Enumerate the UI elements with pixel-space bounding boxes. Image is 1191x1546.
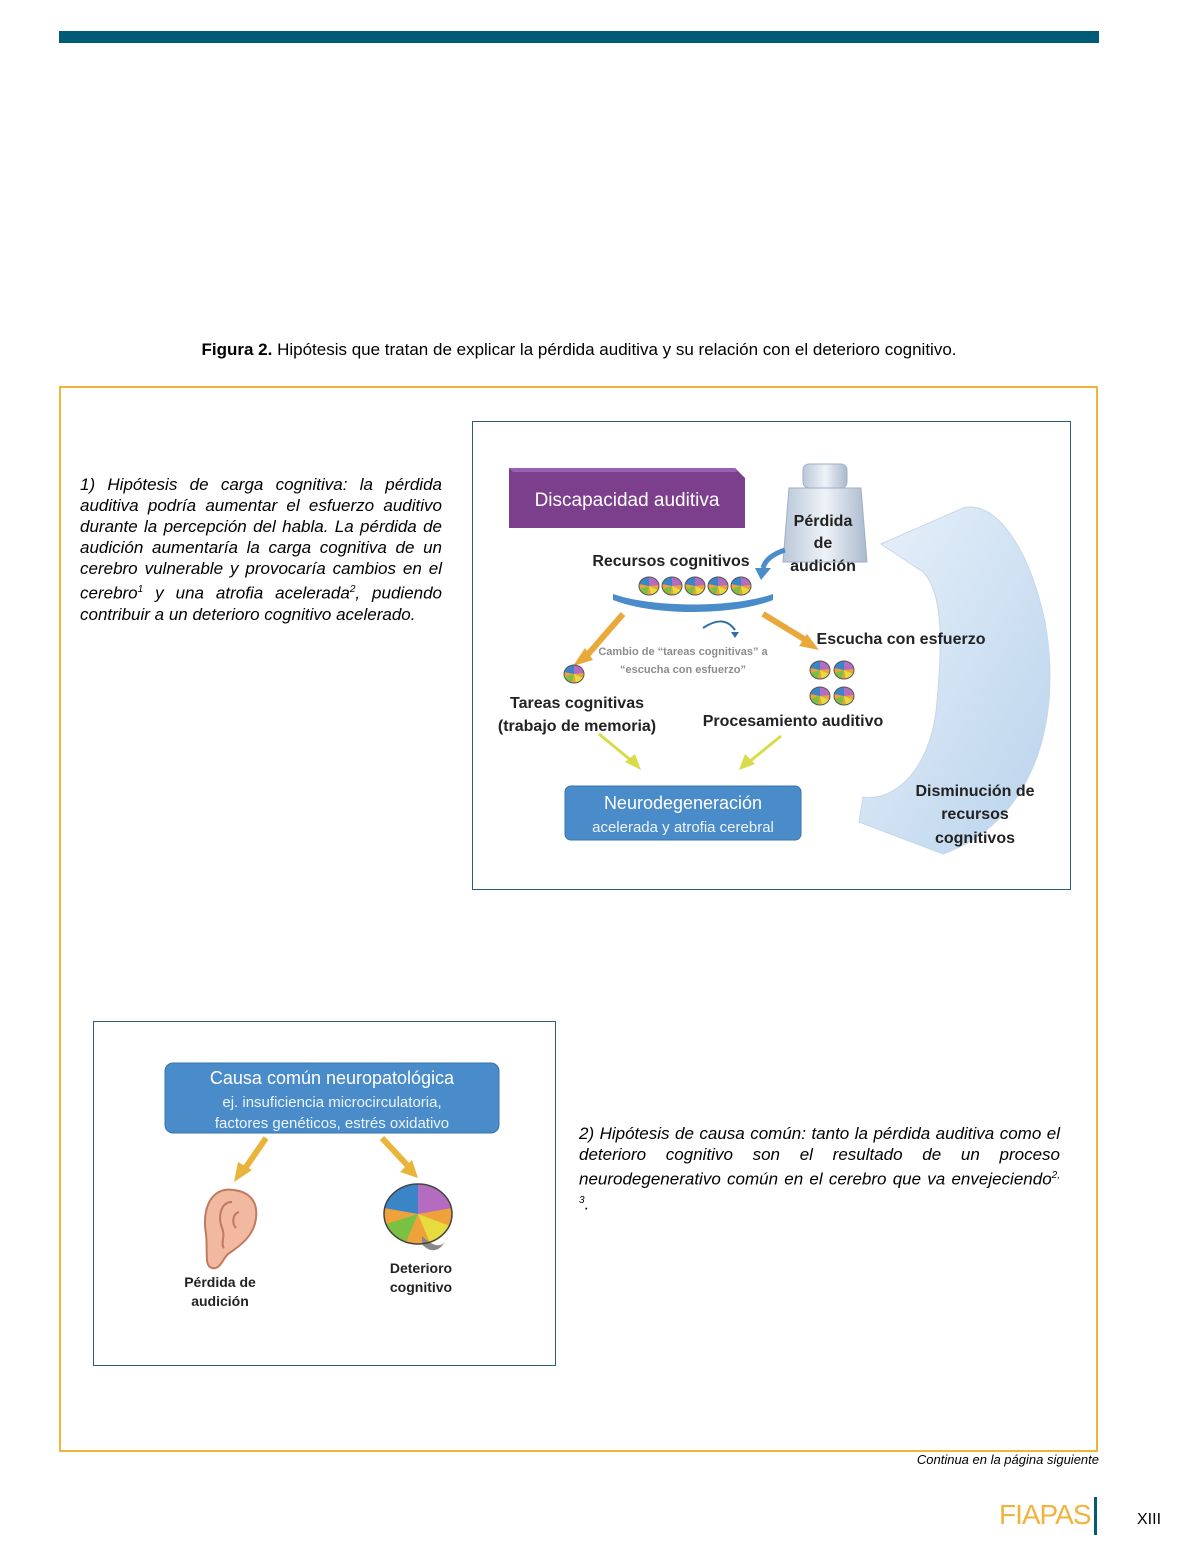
figure-caption-text: Hipótesis que tratan de explicar la pérd… [272, 340, 957, 359]
citation-1: 1 [137, 584, 144, 595]
brand-divider [1094, 1497, 1097, 1535]
yellow-arrow-right [748, 734, 782, 764]
hearing-disability-box [509, 468, 745, 528]
shift-arrowhead [731, 632, 739, 638]
cognitive-load-svg: Discapacidad auditiva Pérdida de audició… [498, 463, 1051, 855]
page-number: XIII [1137, 1511, 1162, 1528]
orange-arrow-left [580, 612, 626, 662]
brain-icon [809, 660, 831, 680]
yellow-arrow-left [598, 732, 634, 764]
processing-label: Procesamiento auditivo [703, 713, 884, 730]
header-rule [59, 31, 1099, 43]
cognitive-load-diagram: Discapacidad auditiva Pérdida de audició… [472, 421, 1071, 890]
hypothesis-1-part-c: , pudiendo contribuir a un deterioro cog… [80, 583, 443, 624]
brain-icon [833, 686, 855, 706]
effort-label: Escucha con esfuerzo [817, 631, 986, 648]
tasks-label-line2: (trabajo de memoria) [498, 718, 656, 735]
decrease-label-line2: recursos [941, 806, 1009, 823]
figure-caption: Figura 2. Hipótesis que tratan de explic… [0, 340, 1158, 360]
decrease-label-line1: Disminución de [915, 783, 1034, 800]
weight-icon [782, 463, 868, 563]
arrowhead-to-cognitive [400, 1160, 418, 1178]
hypothesis-2-text: 2) Hipótesis de causa común: tanto la pé… [579, 1123, 1060, 1214]
cause-label-line1: Causa común neuropatológica [210, 1068, 455, 1088]
balance-beam [613, 594, 773, 612]
neuro-label-line1: Neurodegeneración [604, 793, 762, 813]
resources-label: Recursos cognitivos [592, 553, 749, 570]
decrease-label-line3: cognitivos [935, 830, 1015, 847]
orange-arrow-right [761, 611, 811, 645]
cognitive-label-line2: cognitivo [390, 1279, 452, 1295]
hearing-label-line1: Pérdida de [184, 1274, 256, 1290]
orange-arrowhead-left [573, 648, 593, 666]
brain-icon [661, 576, 683, 596]
cognitive-label-line1: Deterioro [390, 1260, 452, 1276]
citation-2-3: 2, 3 [579, 1170, 1060, 1206]
arrow-to-hearing [241, 1136, 269, 1172]
continued-note: Continua en la página siguiente [916, 1452, 1099, 1467]
shift-label-line2: “escucha con esfuerzo” [620, 664, 746, 676]
diagram1-title: Discapacidad auditiva [535, 490, 720, 511]
decrease-curved-arrow [858, 506, 1051, 855]
brand-logo: FIAPAS [999, 1499, 1092, 1530]
brain-icon [638, 576, 660, 596]
brain-icon [730, 576, 752, 596]
common-cause-svg: Causa común neuropatológica ej. insufici… [164, 1062, 500, 1309]
brain-icon [563, 664, 585, 684]
hearing-label-line2: audición [191, 1293, 249, 1309]
weight-label-line2: de [814, 535, 833, 552]
shift-label-line1: Cambio de “tareas cognitivas” a [598, 646, 768, 658]
figure-frame [59, 386, 1098, 1452]
orange-arrowhead-right [799, 634, 819, 650]
hypothesis-2-part-a: 2) Hipótesis de causa común: tanto la pé… [579, 1124, 1060, 1189]
hypothesis-1-part-a: 1) Hipótesis de carga cognitiva: la pérd… [80, 475, 442, 603]
arrow-to-cognitive [379, 1135, 411, 1169]
brain-icon [684, 576, 706, 596]
brain-icon [383, 1183, 453, 1251]
hypothesis-1-text: 1) Hipótesis de carga cognitiva: la pérd… [80, 474, 442, 625]
citation-2: 2 [349, 584, 356, 595]
hypothesis-2-part-b: . [584, 1194, 590, 1214]
brain-icon [809, 686, 831, 706]
common-cause-diagram: Causa común neuropatológica ej. insufici… [93, 1021, 556, 1366]
weight-press-arrowhead [755, 568, 771, 580]
cause-label-line3: factores genéticos, estrés oxidativo [215, 1115, 449, 1132]
cause-label-line2: ej. insuficiencia microcirculatoria, [222, 1094, 441, 1111]
yellow-arrowhead-left [625, 754, 641, 770]
neuro-label-line2: acelerada y atrofia cerebral [592, 819, 774, 836]
brain-icon [833, 660, 855, 680]
arrowhead-to-hearing [234, 1162, 252, 1182]
ear-icon [204, 1188, 258, 1270]
tasks-label-line1: Tareas cognitivas [510, 695, 644, 712]
figure-label: Figura 2. [201, 340, 273, 359]
neurodegeneration-box [564, 785, 802, 841]
common-cause-box [164, 1062, 500, 1134]
weight-label-line1: Pérdida [794, 513, 853, 530]
weight-label-line3: audición [790, 558, 856, 575]
hypothesis-1-part-b: y una atrofia acelerada [143, 583, 350, 603]
yellow-arrowhead-right [739, 754, 755, 770]
shift-arrow [702, 620, 736, 631]
weight-press-arrow [760, 547, 786, 569]
brain-icon [707, 576, 729, 596]
